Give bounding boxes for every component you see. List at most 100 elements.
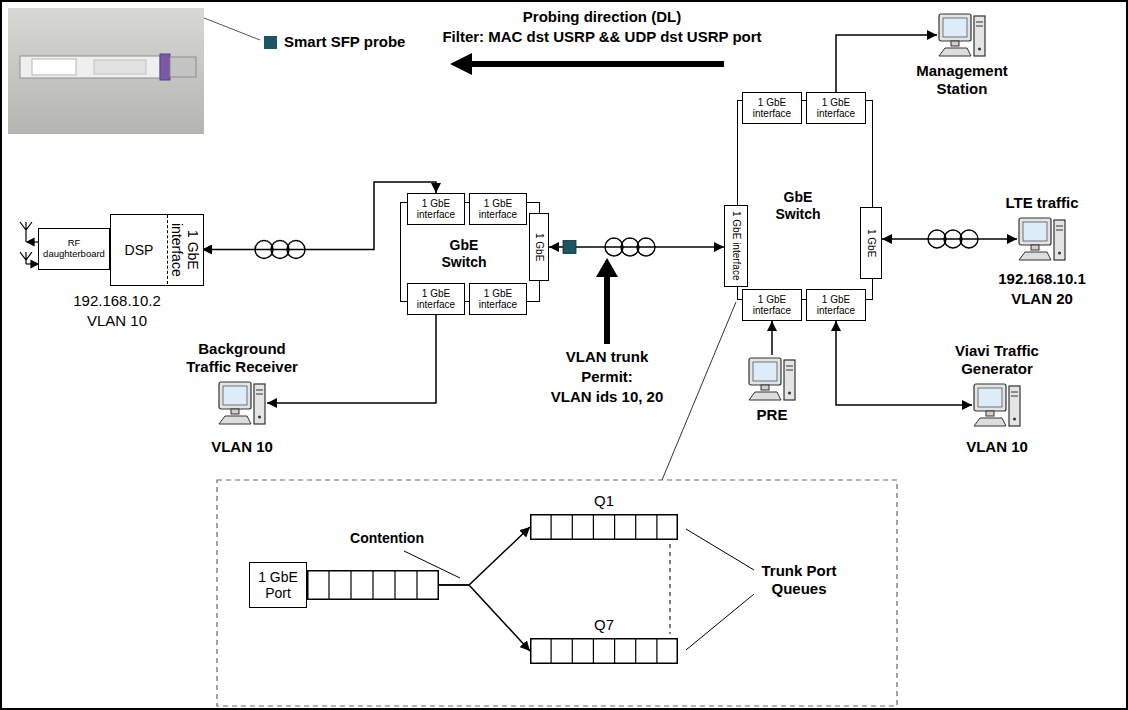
shape	[1054, 220, 1065, 260]
interface-port: 1 GbE interface	[724, 205, 748, 287]
shape	[223, 386, 247, 405]
queue-label: Q7	[594, 616, 614, 633]
shape	[976, 26, 983, 27]
queue-shape	[530, 638, 678, 664]
interface-port: 1 GbE interface	[806, 289, 866, 321]
shape	[1011, 396, 1018, 397]
sfp-latch	[160, 54, 170, 80]
shape	[788, 392, 791, 395]
inset-leader	[662, 302, 736, 480]
queue-label: Q1	[594, 492, 614, 509]
computer-icon	[937, 11, 987, 59]
shape	[1031, 245, 1039, 250]
computer-icon	[972, 381, 1022, 429]
sfp-connector	[170, 57, 196, 77]
annotation-label: Filter: MAC dst USRP && UDP dst USRP por…	[382, 28, 822, 46]
shape	[572, 514, 573, 540]
annotation-label: Probing direction (DL)	[382, 8, 822, 26]
interface-port: 1 GbE	[860, 207, 882, 279]
antenna-symbol	[20, 222, 32, 242]
shape	[939, 14, 971, 41]
fiber-coil	[637, 238, 655, 256]
shape	[394, 570, 395, 600]
shape	[786, 370, 793, 371]
connector	[439, 527, 530, 585]
shape	[943, 18, 967, 37]
shape	[1056, 226, 1063, 227]
computer-label: Background Traffic Receiver	[177, 340, 307, 376]
box-label: 1 GbE	[865, 229, 877, 257]
sfp-photo	[8, 8, 204, 134]
switch-label: GbE Switch	[433, 237, 495, 271]
port-node: 1 GbE Port	[249, 562, 439, 608]
box-label: 1 GbE interface	[730, 211, 742, 280]
switch-label-area: GbE Switch	[738, 125, 858, 287]
box-label: 1 GbE interface	[470, 288, 526, 311]
annotation-label: VLAN ids 10, 20	[527, 388, 687, 406]
interface-port: 1 GbE interface	[407, 193, 465, 225]
trunk-arrow-head	[596, 258, 618, 277]
interface-port: 1 GbE interface	[167, 215, 202, 284]
shape	[307, 570, 439, 600]
dsp-box: DSP 1 GbE interface	[110, 214, 204, 286]
port-queue	[307, 570, 439, 600]
shape	[350, 570, 351, 600]
queue-shape	[530, 514, 678, 540]
shape	[747, 355, 797, 403]
photo-ground	[8, 8, 204, 134]
computer-node: LTE traffic	[982, 194, 1102, 266]
interface-port: 1 GbE interface	[469, 193, 527, 225]
computer-label: LTE traffic	[1005, 194, 1078, 212]
computer-node: PRE	[722, 352, 822, 424]
legend-swatch	[264, 36, 277, 49]
shape	[635, 638, 636, 664]
fiber-coil	[271, 241, 289, 259]
switch-box: GbE Switch1 GbE interface1 GbE interface…	[737, 100, 873, 300]
annotation-label: 192.168.10.1	[982, 270, 1102, 288]
shape	[372, 570, 373, 600]
shape	[531, 639, 678, 664]
shape	[761, 385, 769, 390]
shape	[219, 382, 251, 409]
box-label: 1 GbE interface	[807, 294, 865, 317]
queue-label-area: Q7	[530, 616, 678, 634]
shape	[1023, 222, 1047, 241]
dsp-label: DSP	[125, 242, 154, 258]
shape	[749, 358, 781, 385]
probing-arrow-head	[450, 53, 472, 75]
shape	[416, 570, 417, 600]
computer-text: Viavi Traffic Generator	[932, 342, 1062, 378]
shape	[254, 384, 265, 424]
annotation-label: VLAN 20	[982, 290, 1102, 308]
fiber-coil	[255, 241, 273, 259]
shape	[531, 515, 678, 540]
queue-node: Q7	[530, 638, 678, 664]
sfp-body	[20, 56, 160, 78]
computer-text: Management Station	[900, 62, 1024, 98]
queues-leader	[686, 529, 754, 570]
shape	[786, 366, 793, 367]
shape	[974, 384, 1006, 411]
switch-label: GbE Switch	[767, 189, 829, 223]
shape	[231, 409, 239, 414]
shape	[217, 379, 267, 427]
antenna-arrowhead	[31, 261, 38, 268]
computer-label: Viavi Traffic Generator	[932, 342, 1062, 378]
shape	[976, 22, 983, 23]
fiber-coil	[287, 241, 305, 259]
switch-label-area: GbE Switch	[401, 225, 527, 283]
connector	[439, 585, 530, 651]
annotation-label: Contention	[332, 530, 442, 547]
shape	[1011, 392, 1018, 393]
computer-icon	[1017, 215, 1067, 263]
shape	[530, 638, 678, 664]
queue-label-area: Q1	[530, 492, 678, 510]
fiber-coil	[928, 230, 946, 248]
computer-node: Management Station	[900, 8, 1024, 98]
shape	[256, 394, 263, 395]
annotation-label: VLAN 10	[52, 312, 182, 330]
queue-ellipsis-line	[670, 544, 671, 634]
annotation-label: Trunk Port Queues	[744, 562, 854, 598]
